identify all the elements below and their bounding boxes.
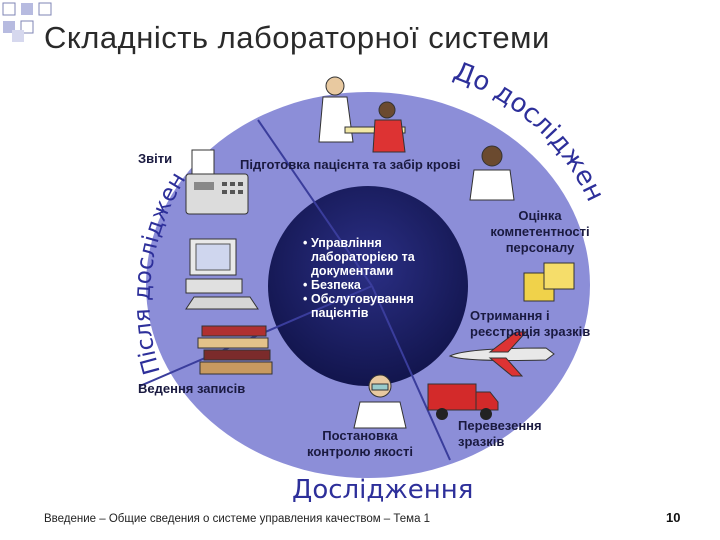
label-receiving: Отримання і реєстрація зразків — [470, 308, 620, 340]
center-list: •Управління лабораторією та документами … — [303, 236, 453, 320]
label-reports: Звіти — [138, 151, 172, 167]
arc-during-label: Дослідження — [292, 475, 473, 505]
label-quality: Постановка контролю якості — [290, 428, 430, 460]
arc-after-label: Після дослідження — [0, 0, 191, 377]
center-item: •Обслуговування пацієнтів — [303, 292, 453, 320]
label-transport: Перевезення зразків — [458, 418, 568, 450]
center-item: •Безпека — [303, 278, 453, 292]
label-competence: Оцінка компетентності персоналу — [478, 208, 602, 256]
label-patient-prep: Підготовка пацієнта та забір крові — [240, 157, 530, 173]
center-item: •Управління лабораторією та документами — [303, 236, 453, 278]
label-records: Ведення записів — [138, 381, 245, 397]
arc-before-label: До дослідження — [0, 0, 610, 206]
page-number: 10 — [666, 510, 680, 525]
footer-text: Введение – Общие сведения о системе упра… — [44, 513, 430, 525]
